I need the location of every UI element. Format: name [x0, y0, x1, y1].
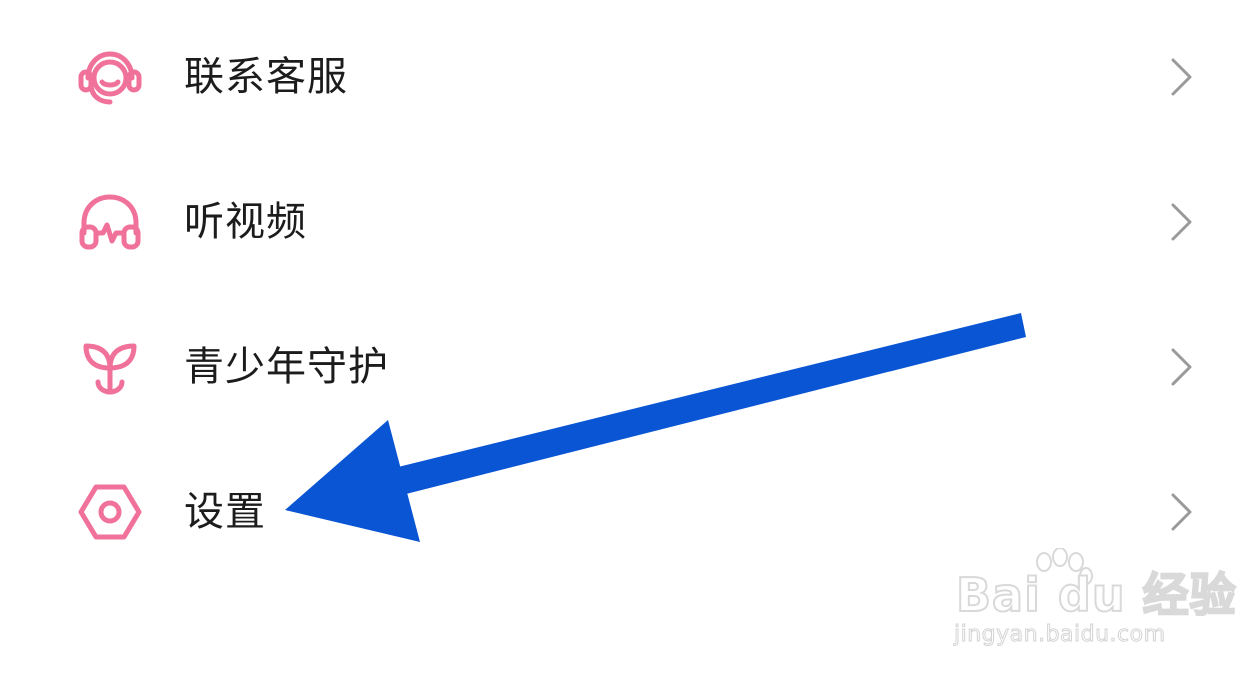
- sprout-icon: [83, 343, 137, 395]
- watermark-brand-text: Bai du 经验: [955, 568, 1237, 622]
- menu-item-label: 青少年守护: [184, 344, 389, 390]
- menu-item-contact-support[interactable]: 联系客服: [0, 22, 1242, 132]
- menu-item-label: 联系客服: [184, 54, 348, 100]
- headphones-icon: [79, 194, 141, 250]
- menu-item-label: 听视频: [184, 199, 307, 245]
- settings-hexagon-icon: [78, 484, 142, 540]
- menu-item-youth-protection[interactable]: 青少年守护: [0, 312, 1242, 422]
- menu-item-listen-video[interactable]: 听视频: [0, 167, 1242, 277]
- menu-item-label: 设置: [184, 489, 266, 535]
- chevron-right-icon: [1171, 203, 1192, 241]
- watermark-url-text: jingyan.baidu.com: [954, 622, 1166, 648]
- menu-item-settings[interactable]: 设置: [0, 457, 1242, 567]
- chevron-right-icon: [1171, 348, 1192, 386]
- chevron-right-icon: [1171, 493, 1192, 531]
- chevron-right-icon: [1171, 58, 1192, 96]
- headset-icon: [78, 51, 142, 105]
